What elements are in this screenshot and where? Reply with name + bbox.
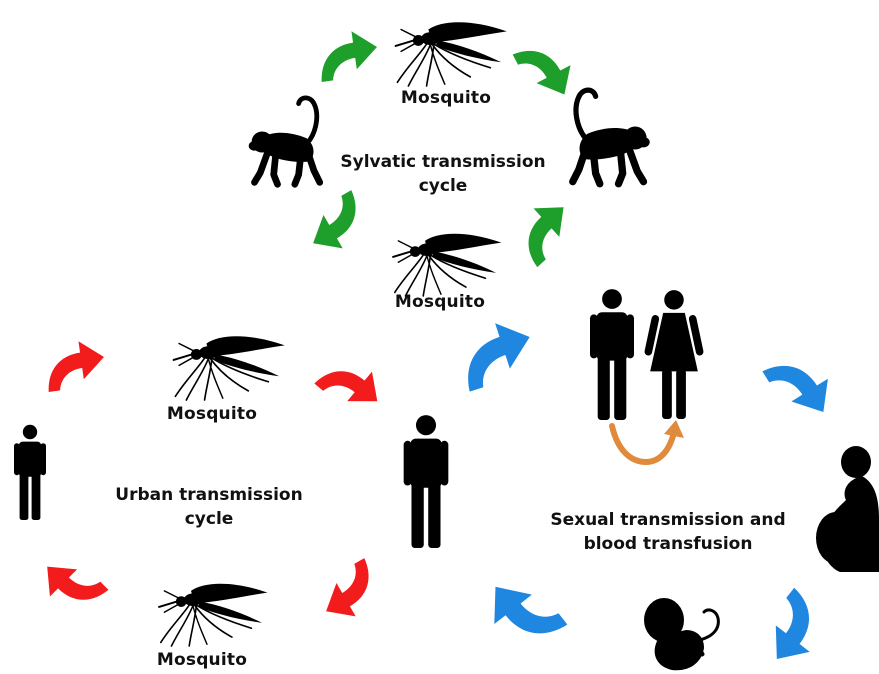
sexual-title-line-1: Sexual transmission and xyxy=(528,508,808,532)
partner-arrow-head xyxy=(664,420,684,438)
sylvatic-arrow-4 xyxy=(300,190,375,260)
sexual-title-line-2: blood transfusion xyxy=(528,532,808,556)
sylvatic-arrow-3 xyxy=(506,193,581,267)
sexual-arrow-2 xyxy=(762,344,841,428)
mosquito-label-urban-top: Mosquito xyxy=(162,404,262,424)
mosquito-icon-sylvatic-bottom xyxy=(393,234,501,296)
sexual-cycle xyxy=(452,289,879,672)
urban-arrow-1 xyxy=(42,338,107,392)
sexual-arrow-3 xyxy=(753,588,835,672)
fetus-icon xyxy=(644,598,718,670)
mosquito-label-urban-bottom: Mosquito xyxy=(152,650,252,670)
woman-icon xyxy=(644,290,704,419)
monkey-icon-left xyxy=(249,98,320,184)
urban-arrow-2 xyxy=(314,348,389,422)
partner-arrow xyxy=(612,426,674,462)
mosquito-icon-urban-bottom xyxy=(159,584,267,646)
sylvatic-title-line-2: cycle xyxy=(336,174,550,198)
mosquito-label-sylvatic-top: Mosquito xyxy=(396,88,496,108)
man-icon-couple xyxy=(590,289,634,420)
mosquito-icon-sylvatic-top xyxy=(396,22,507,86)
monkey-icon-right xyxy=(573,90,650,184)
mosquito-icon-urban-top xyxy=(174,336,285,400)
sexual-arrow-1 xyxy=(452,314,540,391)
sylvatic-arrow-1 xyxy=(315,28,380,82)
urban-arrow-4 xyxy=(34,548,109,623)
sylvatic-cycle-title: Sylvatic transmission cycle xyxy=(336,150,550,198)
man-icon-urban xyxy=(14,425,46,520)
sylvatic-title-line-1: Sylvatic transmission xyxy=(336,150,550,174)
urban-arrow-3 xyxy=(313,558,388,628)
sexual-arrow-4 xyxy=(477,566,568,659)
urban-cycle-title: Urban transmission cycle xyxy=(96,483,322,531)
sexual-cycle-title: Sexual transmission and blood transfusio… xyxy=(528,508,808,556)
urban-title-line-2: cycle xyxy=(96,507,322,531)
pregnant-woman-icon xyxy=(816,446,879,572)
urban-title-line-1: Urban transmission xyxy=(96,483,322,507)
mosquito-label-sylvatic-bottom: Mosquito xyxy=(390,292,490,312)
man-icon-center xyxy=(404,415,449,548)
sylvatic-arrow-2 xyxy=(513,33,582,107)
